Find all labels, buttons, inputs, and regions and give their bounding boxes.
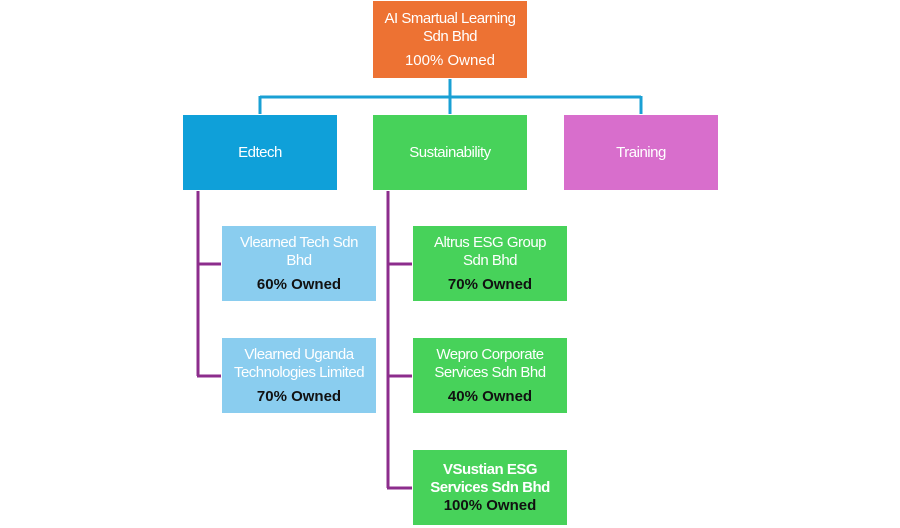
edtech-child-connectors — [196, 191, 221, 378]
root-name-line1: AI Smartual Learning — [384, 9, 516, 27]
category-label: Sustainability — [409, 143, 491, 161]
subsidiary-name-line1: Wepro Corporate — [436, 345, 544, 363]
subsidiary-name-line1: VSustian ESG — [442, 460, 538, 478]
subsidiary-vsustian-esg: VSustian ESG Services Sdn Bhd 100% Owned — [412, 449, 568, 526]
subsidiary-wepro-corporate: Wepro Corporate Services Sdn Bhd 40% Own… — [412, 337, 568, 414]
subsidiary-vlearned-uganda: Vlearned Uganda Technologies Limited 70%… — [221, 337, 377, 414]
root-company-node: AI Smartual Learning Sdn Bhd 100% Owned — [372, 0, 528, 79]
subsidiary-ownership: 60% Owned — [256, 275, 342, 293]
subsidiary-name-line1: Altrus ESG Group — [433, 233, 547, 251]
category-label: Edtech — [238, 143, 282, 161]
subsidiary-ownership: 40% Owned — [447, 387, 533, 405]
subsidiary-altrus-esg: Altrus ESG Group Sdn Bhd 70% Owned — [412, 225, 568, 302]
subsidiary-name-line2: Services Sdn Bhd — [434, 363, 546, 381]
subsidiary-name-line2: Sdn Bhd — [462, 251, 518, 269]
subsidiary-ownership: 100% Owned — [443, 496, 537, 514]
subsidiary-name-line2: Bhd — [286, 251, 312, 269]
subsidiary-name-line2: Services Sdn Bhd — [430, 478, 550, 496]
category-label: Training — [616, 143, 666, 161]
category-edtech: Edtech — [182, 114, 338, 191]
subsidiary-ownership: 70% Owned — [256, 387, 342, 405]
category-training: Training — [563, 114, 719, 191]
root-ownership: 100% Owned — [404, 51, 496, 69]
top-connectors — [258, 79, 643, 114]
subsidiary-name-line1: Vlearned Uganda — [244, 345, 354, 363]
subsidiary-vlearned-tech: Vlearned Tech Sdn Bhd 60% Owned — [221, 225, 377, 302]
subsidiary-name-line1: Vlearned Tech Sdn — [240, 233, 358, 251]
subsidiary-name-line2: Technologies Limited — [233, 363, 365, 381]
root-name-line2: Sdn Bhd — [422, 27, 478, 45]
category-sustainability: Sustainability — [372, 114, 528, 191]
sustainability-child-connectors — [386, 191, 412, 490]
subsidiary-ownership: 70% Owned — [447, 275, 533, 293]
